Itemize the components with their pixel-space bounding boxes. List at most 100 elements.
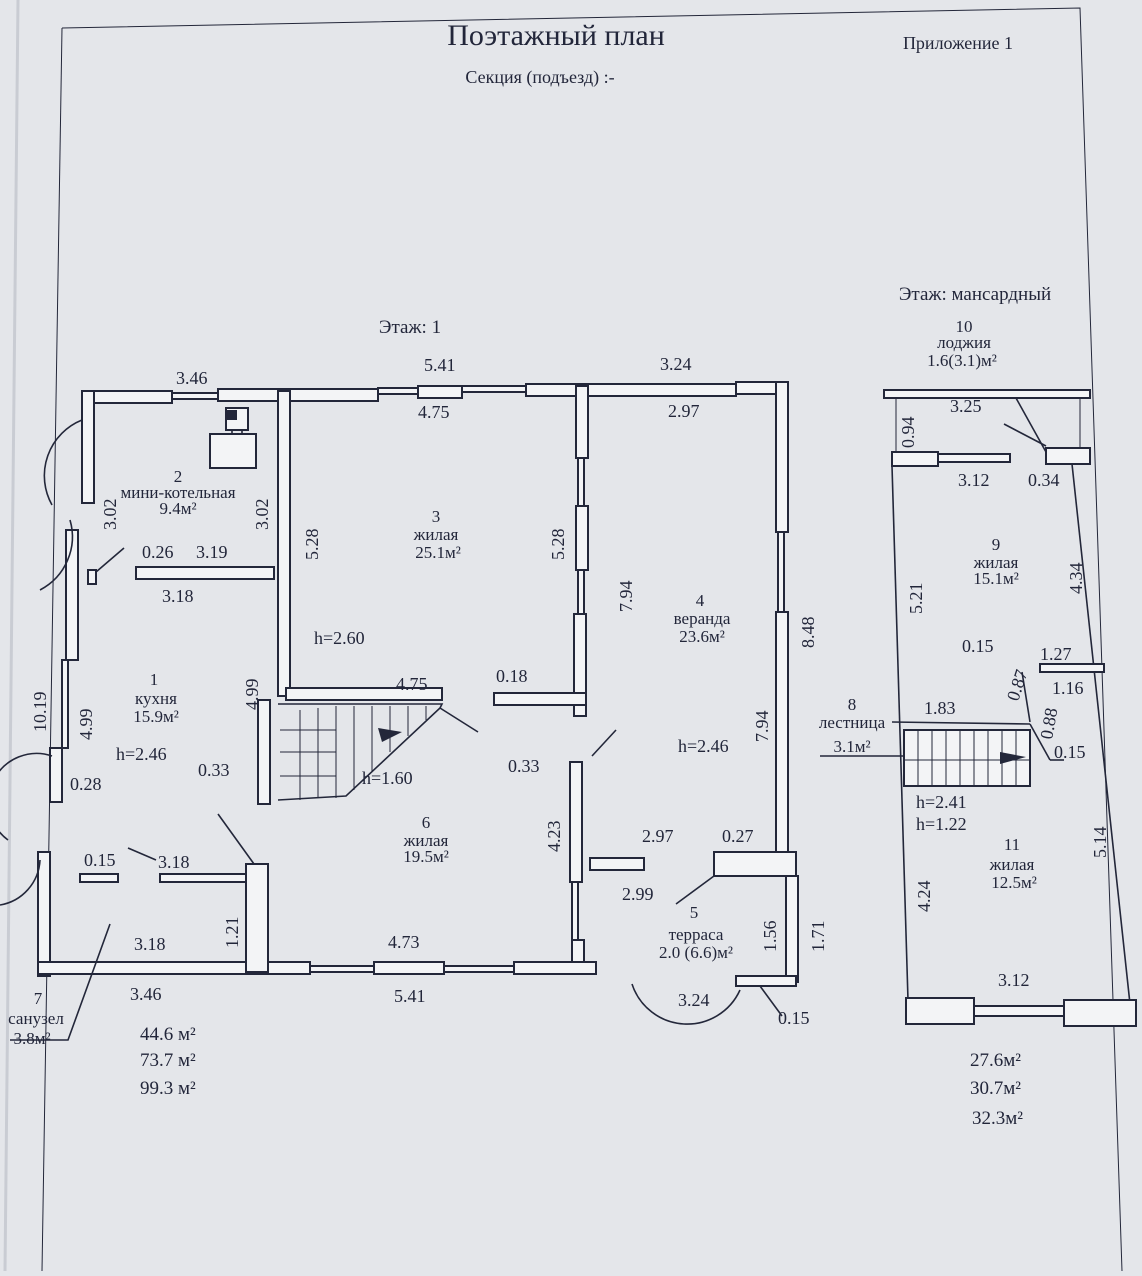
svg-text:4.34: 4.34 [1066,563,1086,595]
svg-text:жилая: жилая [989,855,1035,874]
svg-text:30.7м²: 30.7м² [970,1078,1021,1099]
svg-text:4.99: 4.99 [242,679,262,711]
svg-text:3.46: 3.46 [130,984,162,1004]
svg-text:10.19: 10.19 [30,692,50,733]
svg-text:0.33: 0.33 [508,756,540,776]
svg-text:1.71: 1.71 [808,921,828,953]
page-title: Поэтажный план [447,19,665,52]
svg-text:h=1.60: h=1.60 [362,768,413,788]
svg-text:1.83: 1.83 [924,698,956,718]
section-label: Секция (подъезд) :- [465,67,614,88]
svg-text:лестница: лестница [819,713,886,732]
svg-text:44.6 м²: 44.6 м² [140,1024,196,1045]
svg-text:санузел: санузел [8,1009,64,1028]
svg-text:3.1м²: 3.1м² [833,737,870,756]
svg-text:3.24: 3.24 [678,990,710,1010]
svg-text:8: 8 [848,695,857,714]
room-1: 1 кухня 15.9м² [133,670,179,726]
totals-first-floor: 44.6 м² 73.7 м² 99.3 м² [140,1024,196,1099]
svg-text:7.94: 7.94 [752,711,772,743]
svg-text:99.3 м²: 99.3 м² [140,1078,196,1099]
svg-text:жилая: жилая [973,553,1019,572]
svg-text:4.73: 4.73 [388,932,420,952]
svg-text:5.28: 5.28 [548,529,568,561]
svg-text:6: 6 [422,813,431,832]
first-floor-walls [0,381,799,1025]
svg-text:3.18: 3.18 [158,852,190,872]
svg-text:0.15: 0.15 [1054,742,1086,762]
svg-text:10: 10 [956,317,973,336]
svg-text:3.19: 3.19 [196,542,228,562]
svg-text:1.21: 1.21 [222,917,242,949]
svg-text:25.1м²: 25.1м² [415,543,461,562]
svg-text:0.27: 0.27 [722,826,754,846]
svg-text:h=2.41: h=2.41 [916,792,967,812]
svg-text:3.8м²: 3.8м² [13,1029,50,1048]
attic-walls [820,389,1137,1027]
room-6: 6 жилая 19.5м² [403,813,449,866]
svg-text:1.6(3.1)м²: 1.6(3.1)м² [927,351,997,370]
stair-treads-first [280,706,427,800]
svg-text:15.1м²: 15.1м² [973,569,1019,588]
svg-text:12.5м²: 12.5м² [991,873,1037,892]
svg-text:0.28: 0.28 [70,774,102,794]
svg-text:терраса: терраса [669,925,724,944]
svg-text:0.26: 0.26 [142,542,174,562]
svg-text:3.18: 3.18 [134,934,166,954]
room-7: 7 санузел 3.8м² [8,989,64,1048]
appendix-label: Приложение 1 [903,33,1013,53]
svg-text:3.12: 3.12 [998,970,1030,990]
svg-text:2.0 (6.6)м²: 2.0 (6.6)м² [659,943,733,962]
svg-text:3.02: 3.02 [100,499,120,531]
svg-text:3.24: 3.24 [660,354,692,374]
height-labels: h=2.60 h=2.46 h=1.60 h=2.46 h=2.41 h=1.2… [116,628,967,834]
svg-text:73.7 м²: 73.7 м² [140,1050,196,1071]
svg-text:7.94: 7.94 [616,581,636,613]
svg-text:жилая: жилая [413,525,459,544]
svg-text:2.99: 2.99 [622,884,654,904]
svg-text:3: 3 [432,507,441,526]
room-5: 5 терраса 2.0 (6.6)м² [659,903,733,962]
totals-attic: 27.6м² 30.7м² 32.3м² [970,1050,1023,1129]
room-10: 10 лоджия 1.6(3.1)м² [927,317,997,370]
svg-text:4.23: 4.23 [544,821,564,853]
svg-text:h=2.46: h=2.46 [116,744,167,764]
svg-text:h=2.60: h=2.60 [314,628,365,648]
svg-text:0.15: 0.15 [84,850,116,870]
svg-text:5.28: 5.28 [302,529,322,561]
svg-text:2: 2 [174,467,183,486]
room-2: 2 мини-котельная 9.4м² [120,467,235,518]
dimension-labels: 3.46 5.41 3.24 4.75 2.97 3.02 3.02 5.28 … [30,354,1110,1028]
svg-text:19.5м²: 19.5м² [403,847,449,866]
room-9: 9 жилая 15.1м² [973,535,1019,588]
svg-text:3.12: 3.12 [958,470,990,490]
svg-text:5.14: 5.14 [1090,827,1110,859]
room-4: 4 веранда 23.6м² [674,591,731,646]
svg-text:лоджия: лоджия [937,333,991,352]
svg-text:1.56: 1.56 [760,921,780,953]
svg-text:4.24: 4.24 [914,881,934,913]
svg-text:9.4м²: 9.4м² [159,499,196,518]
svg-text:1.16: 1.16 [1052,678,1084,698]
svg-text:веранда: веранда [674,609,731,628]
svg-text:мини-котельная: мини-котельная [120,483,235,502]
svg-text:5.41: 5.41 [394,986,426,1006]
svg-text:3.02: 3.02 [252,499,272,531]
svg-text:жилая: жилая [403,831,449,850]
svg-text:27.6м²: 27.6м² [970,1050,1021,1071]
room-11: 11 жилая 12.5м² [989,835,1037,892]
svg-text:0.15: 0.15 [962,636,994,656]
svg-text:8.48: 8.48 [798,617,818,649]
floor-attic-label: Этаж: мансардный [899,284,1051,305]
svg-text:1.27: 1.27 [1040,644,1072,664]
svg-text:23.6м²: 23.6м² [679,627,725,646]
svg-text:4.75: 4.75 [396,674,428,694]
svg-text:кухня: кухня [135,689,177,708]
svg-text:9: 9 [992,535,1001,554]
svg-text:2.97: 2.97 [642,826,674,846]
svg-text:h=2.46: h=2.46 [678,736,729,756]
svg-text:0.94: 0.94 [898,417,918,449]
svg-text:2.97: 2.97 [668,401,700,421]
svg-text:1: 1 [150,670,159,689]
